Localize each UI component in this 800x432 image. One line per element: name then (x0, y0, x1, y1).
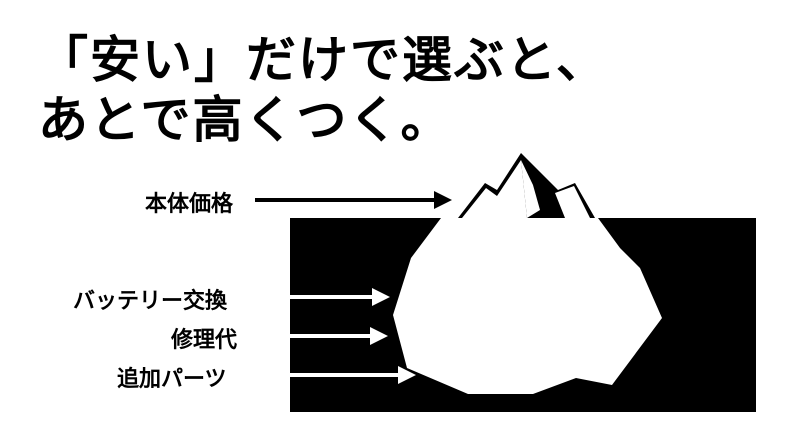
arrow-visible-cost (255, 191, 452, 209)
label-battery-replacement: バッテリー交換 (73, 289, 228, 314)
arrow-battery (255, 288, 390, 306)
headline-line-1: 「安い」だけで選ぶと、 (38, 31, 608, 89)
headline: 「安い」だけで選ぶと、 あとで高くつく。 (38, 30, 608, 150)
iceberg-tip (458, 153, 595, 218)
headline-line-2: あとで高くつく。 (38, 91, 453, 149)
iceberg-submerged (393, 218, 662, 394)
label-visible-cost: 本体価格 (145, 192, 234, 217)
arrow-parts (255, 366, 416, 384)
label-repair-cost: 修理代 (171, 328, 238, 353)
label-extra-parts: 追加パーツ (117, 367, 227, 392)
arrow-repair (255, 327, 388, 345)
